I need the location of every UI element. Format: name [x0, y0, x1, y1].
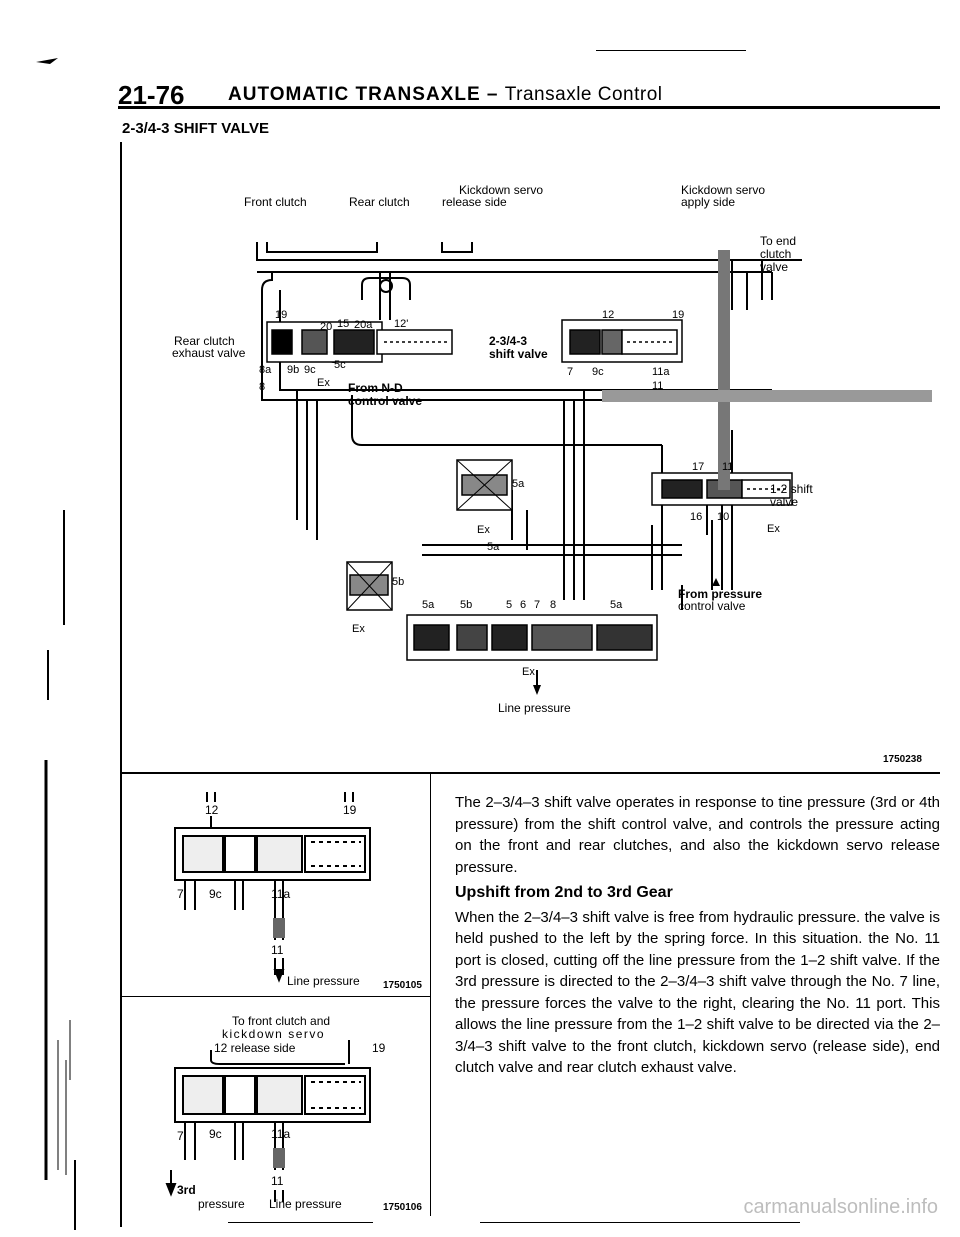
- small2-caption-1: To front clutch and: [232, 1014, 331, 1028]
- svg-text:8a: 8a: [259, 364, 272, 376]
- main-figure-id: 1750238: [883, 754, 922, 765]
- small-fig-right-line: [430, 774, 431, 1216]
- small2-line-pressure: Line pressure: [269, 1197, 342, 1211]
- svg-text:5c: 5c: [334, 359, 346, 371]
- label-from-pressure-2: control valve: [678, 599, 746, 613]
- footer-watermark: carmanualsonline.info: [743, 1196, 938, 1218]
- label-shift-valve-2: shift valve: [489, 347, 548, 361]
- svg-text:11: 11: [271, 1174, 284, 1188]
- top-short-rule: [596, 50, 746, 51]
- label-kickdown-apply-1: Kickdown servo: [681, 183, 766, 197]
- small2-pressure-label: pressure: [198, 1197, 245, 1211]
- svg-text:Ex: Ex: [767, 523, 780, 535]
- svg-text:19: 19: [672, 309, 684, 321]
- small2-caption-3-left: 12 release side: [214, 1041, 296, 1055]
- svg-text:10: 10: [717, 511, 729, 523]
- small-diagram-2: 7 9c 11a 11: [165, 1040, 371, 1202]
- small2-third-label: 3rd: [177, 1183, 196, 1197]
- svg-text:11: 11: [652, 380, 663, 392]
- svg-text:19: 19: [343, 803, 357, 817]
- svg-text:20a: 20a: [354, 319, 373, 331]
- header-title: AUTOMATIC TRANSAXLE: [228, 84, 481, 105]
- mid-divider-line: [120, 772, 940, 774]
- label-kickdown-apply-2: apply side: [681, 195, 736, 209]
- svg-text:9c: 9c: [304, 364, 316, 376]
- svg-text:15: 15: [337, 318, 349, 330]
- small-diagram-1: 12 19 7 9c 11a 11: [174, 792, 371, 983]
- small2-figure-id: 1750106: [383, 1202, 422, 1213]
- svg-text:16: 16: [690, 511, 702, 523]
- header-rule: [118, 106, 940, 109]
- svg-text:Ex: Ex: [522, 666, 535, 678]
- page-number: 21-76: [118, 80, 185, 110]
- body-paragraph-1: The 2–3/4–3 shift valve operates in resp…: [455, 794, 940, 876]
- label-to-end-1: To end: [760, 234, 797, 248]
- svg-text:12': 12': [394, 318, 408, 330]
- label-kickdown-release-1: Kickdown servo: [459, 183, 544, 197]
- label-one-two-shift-2: valve: [770, 495, 799, 509]
- margin-marks: [36, 58, 76, 1230]
- bottom-rule-right: [480, 1222, 800, 1223]
- svg-text:5a: 5a: [512, 478, 525, 490]
- page-header-title: AUTOMATIC TRANSAXLE – Transaxle Control: [228, 84, 663, 106]
- svg-text:5b: 5b: [392, 576, 404, 588]
- label-to-end-2: clutch: [760, 247, 792, 261]
- label-to-end-3: valve: [760, 260, 789, 274]
- label-kickdown-release-2: release side: [442, 195, 507, 209]
- small1-line-pressure: Line pressure: [287, 974, 360, 988]
- label-from-nd-1: From N-D: [348, 381, 403, 395]
- label-rear-clutch-exhaust-1: Rear clutch: [174, 334, 235, 348]
- svg-text:Ex: Ex: [477, 524, 490, 536]
- svg-text:11: 11: [722, 461, 733, 473]
- bottom-rule-left: [228, 1222, 373, 1223]
- body-text: The 2–3/4–3 shift valve operates in resp…: [455, 792, 940, 1081]
- svg-text:5a: 5a: [610, 599, 623, 611]
- label-from-pressure-1: From pressure: [678, 587, 763, 601]
- svg-text:9c: 9c: [209, 887, 222, 901]
- svg-text:9b: 9b: [287, 364, 299, 376]
- svg-text:5b: 5b: [460, 599, 472, 611]
- svg-text:11a: 11a: [271, 887, 290, 901]
- label-rear-clutch-exhaust-2: exhaust valve: [172, 346, 246, 360]
- label-line-pressure: Line pressure: [498, 701, 571, 715]
- svg-text:19: 19: [275, 309, 287, 321]
- svg-text:7: 7: [534, 599, 540, 611]
- small-fig-mid-line: [122, 996, 430, 997]
- section-title: 2-3/4-3 SHIFT VALVE: [122, 120, 269, 137]
- svg-text:6: 6: [520, 599, 526, 611]
- small2-caption-3-right: 19: [372, 1041, 386, 1055]
- svg-text:9c: 9c: [592, 366, 604, 378]
- label-front-clutch: Front clutch: [244, 195, 307, 209]
- svg-text:5a: 5a: [422, 599, 435, 611]
- svg-text:12: 12: [602, 309, 614, 321]
- body-subhead: Upshift from 2nd to 3rd Gear: [455, 884, 673, 901]
- svg-text:7: 7: [177, 887, 184, 901]
- label-from-nd-2: control valve: [348, 394, 423, 408]
- small1-figure-id: 1750105: [383, 980, 422, 991]
- svg-text:9c: 9c: [209, 1127, 222, 1141]
- hydraulic-circuit-diagram: 19 20 15 20a 12' 8a 9b 9c 5c Ex 8 12 19 …: [256, 242, 932, 695]
- svg-text:Ex: Ex: [352, 623, 365, 635]
- label-one-two-shift-1: 1-2 shift: [770, 482, 813, 496]
- svg-text:8: 8: [550, 599, 556, 611]
- small2-caption-2: kickdown servo: [222, 1027, 326, 1041]
- svg-text:7: 7: [567, 366, 573, 378]
- svg-text:5: 5: [506, 599, 512, 611]
- svg-text:11a: 11a: [271, 1127, 290, 1141]
- body-paragraph-2: When the 2–3/4–3 shift valve is free fro…: [455, 908, 940, 1077]
- svg-text:5a: 5a: [487, 541, 500, 553]
- svg-text:11a: 11a: [652, 366, 670, 378]
- header-dash: –: [486, 84, 499, 105]
- svg-text:12: 12: [205, 803, 219, 817]
- svg-text:20: 20: [320, 321, 332, 333]
- svg-text:7: 7: [177, 1129, 184, 1143]
- svg-text:17: 17: [692, 461, 704, 473]
- left-frame-line: [120, 142, 122, 1227]
- svg-text:Ex: Ex: [317, 377, 330, 389]
- svg-text:8: 8: [259, 381, 265, 393]
- header-subtitle: Transaxle Control: [504, 84, 663, 105]
- label-shift-valve-1: 2-3/4-3: [489, 334, 528, 348]
- label-rear-clutch: Rear clutch: [349, 195, 410, 209]
- svg-text:11: 11: [271, 943, 284, 957]
